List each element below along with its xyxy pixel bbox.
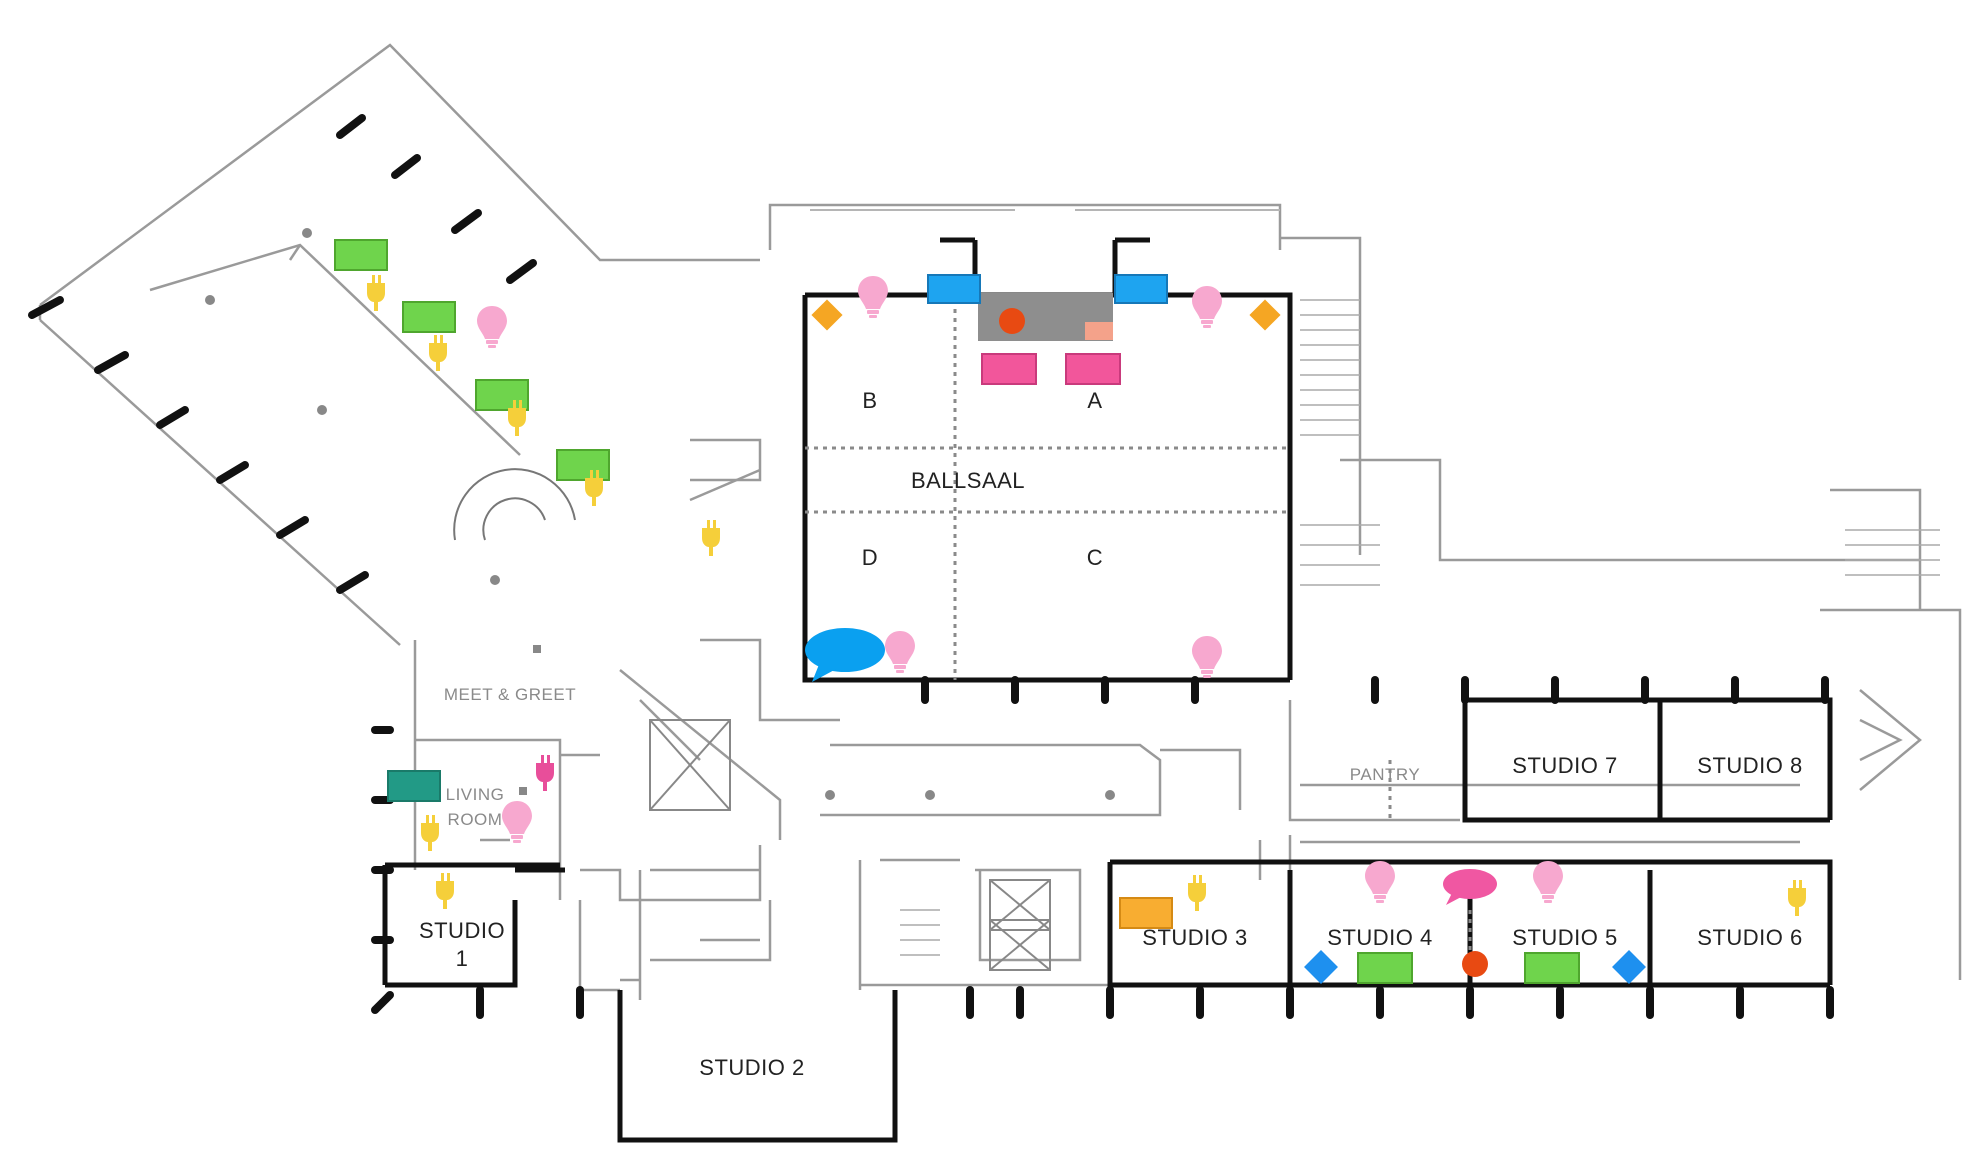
- teal-panel-marker[interactable]: [387, 770, 441, 802]
- ballroom-partitions: [805, 300, 1472, 960]
- room-studio-4: STUDIO 4: [1327, 925, 1432, 950]
- lamp-icon[interactable]: [502, 801, 532, 843]
- orange-diamond-marker[interactable]: [1249, 299, 1281, 331]
- power-plug-icon[interactable]: [367, 275, 385, 311]
- green-screens: [334, 239, 1580, 984]
- room-section-a: A: [1087, 388, 1102, 413]
- green-screen-marker[interactable]: [334, 239, 388, 271]
- blue-screen-marker[interactable]: [1114, 274, 1168, 304]
- speech-bubble-pink-marker[interactable]: [1443, 869, 1497, 905]
- room-living-line2: ROOM: [448, 810, 503, 829]
- green-screen-marker[interactable]: [1357, 952, 1413, 984]
- power-plug-pink-icon[interactable]: [536, 755, 554, 791]
- room-pantry: PANTRY: [1350, 765, 1420, 784]
- power-plug-icon[interactable]: [1788, 880, 1806, 916]
- power-plug-icon[interactable]: [421, 815, 439, 851]
- lamp-icon[interactable]: [1192, 636, 1222, 678]
- room-studio-5: STUDIO 5: [1512, 925, 1617, 950]
- room-studio-3: STUDIO 3: [1142, 925, 1247, 950]
- room-ballroom: BALLSAAL: [911, 468, 1025, 493]
- room-section-d: D: [862, 545, 878, 570]
- room-studio-7: STUDIO 7: [1512, 753, 1617, 778]
- power-plug-icon[interactable]: [702, 520, 720, 556]
- orange-panel-marker[interactable]: [1119, 897, 1173, 929]
- stage-light-box: [1085, 322, 1113, 340]
- pink-panel-marker[interactable]: [981, 353, 1037, 385]
- power-plug-icon[interactable]: [436, 873, 454, 909]
- lamp-icon[interactable]: [1192, 286, 1222, 328]
- walls-thin: [38, 43, 1962, 1000]
- blue-diamond-marker[interactable]: [1612, 950, 1646, 984]
- red-dot-marker[interactable]: [999, 308, 1025, 334]
- fixtures: [205, 228, 1115, 800]
- lamp-icon[interactable]: [1365, 861, 1395, 903]
- green-screen-marker[interactable]: [556, 449, 610, 481]
- green-screen-marker[interactable]: [1524, 952, 1580, 984]
- room-studio-1-line2: 1: [456, 946, 469, 971]
- lamp-icon[interactable]: [858, 276, 888, 318]
- elevators: [649, 719, 1051, 971]
- room-labels: BALLSAAL A B C D MEET & GREET LIVING ROO…: [419, 388, 1802, 1080]
- room-studio-1-line1: STUDIO: [419, 918, 505, 943]
- orange-diamond-marker[interactable]: [811, 299, 843, 331]
- room-studio-2: STUDIO 2: [699, 1055, 804, 1080]
- lamp-icon[interactable]: [885, 631, 915, 673]
- spiral-staircase: [453, 468, 576, 541]
- wall-stubs: [28, 114, 1834, 1019]
- green-screen-marker[interactable]: [402, 301, 456, 333]
- room-living-line1: LIVING: [446, 785, 505, 804]
- speech-bubble-blue-marker[interactable]: [805, 628, 885, 682]
- lamp-icon[interactable]: [477, 306, 507, 348]
- lamp-icon[interactable]: [1533, 861, 1563, 903]
- power-plug-icon[interactable]: [429, 335, 447, 371]
- room-meet-greet: MEET & GREET: [444, 685, 576, 704]
- power-plug-icon[interactable]: [1188, 875, 1206, 911]
- room-section-c: C: [1087, 545, 1103, 570]
- room-section-b: B: [862, 388, 877, 413]
- pink-panel-marker[interactable]: [1065, 353, 1121, 385]
- room-studio-6: STUDIO 6: [1697, 925, 1802, 950]
- room-studio-8: STUDIO 8: [1697, 753, 1802, 778]
- blue-diamond-marker[interactable]: [1304, 950, 1338, 984]
- red-dot-marker[interactable]: [1462, 951, 1488, 977]
- stair-treads: [900, 299, 1940, 956]
- blue-screen-marker[interactable]: [927, 274, 981, 304]
